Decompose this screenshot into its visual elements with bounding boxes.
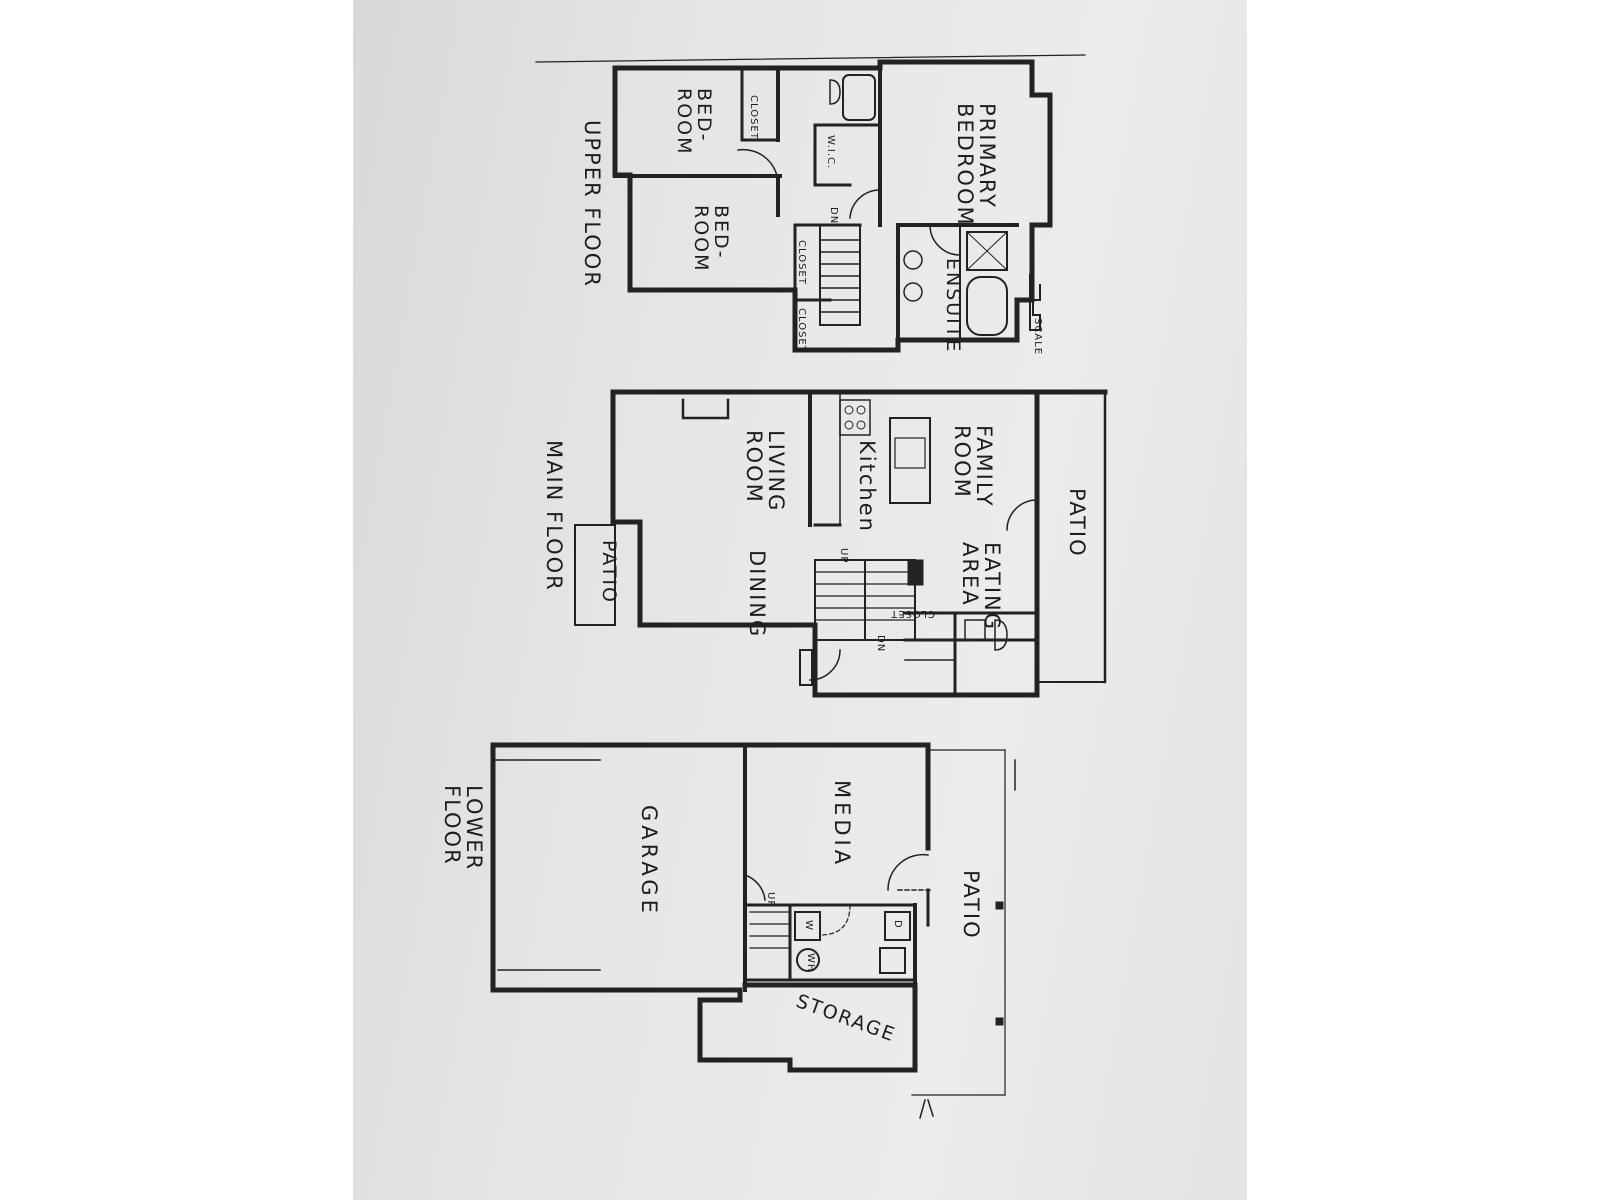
room-label-living-room: LIVING ROOM (741, 430, 788, 513)
room-label-patio-rear: PATIO (1065, 488, 1089, 558)
room-label-garage: GARAGE (637, 805, 661, 917)
room-label-eating-area: EATING AREA (957, 542, 1004, 632)
label-up-lower: UP (765, 892, 776, 908)
label-water-heater: WH (805, 953, 816, 973)
room-label-ensuite: ENSUITE (942, 258, 964, 354)
room-label-kitchen: Kitchen (855, 440, 879, 533)
room-label-bedroom-upper-1: BED-ROOM (673, 88, 715, 156)
upper-floor-title: UPPER FLOOR (580, 120, 604, 288)
label-dryer: D (892, 920, 903, 929)
room-label-bedroom-upper-2: BED-ROOM (690, 205, 732, 273)
label-washer: W (803, 920, 814, 931)
room-label-dining: DINING (745, 550, 769, 639)
upper-floor-walls (535, 54, 1086, 353)
label-scale: SCALE (1032, 318, 1043, 356)
room-label-primary-bedroom: PRIMARY BEDROOM (952, 103, 999, 227)
paper-sheet (353, 0, 1247, 1200)
room-label-patio-lower: PATIO (959, 870, 983, 940)
label-dn-upper: DN (828, 207, 839, 225)
main-floor-title: MAIN FLOOR (542, 440, 566, 592)
label-wic: W.I.C. (825, 135, 836, 170)
room-label-family-room: FAMILY ROOM (949, 425, 996, 508)
main-floor-walls (574, 389, 1108, 698)
label-closet-upper-1: CLOSET (748, 95, 759, 140)
lower-floor-title: LOWER FLOOR (439, 785, 486, 872)
label-closet-upper-2: CLOSET (796, 240, 807, 285)
label-up-main: UP (838, 548, 849, 564)
lower-floor-walls (490, 742, 1016, 1119)
room-label-patio-front: PATIO (598, 540, 620, 604)
label-closet-upper-3: CLOSET (796, 308, 807, 353)
label-closet-main: CLOSET (890, 608, 935, 619)
label-dn-main: DN (875, 635, 886, 653)
room-label-media: MEDIA (830, 780, 854, 869)
